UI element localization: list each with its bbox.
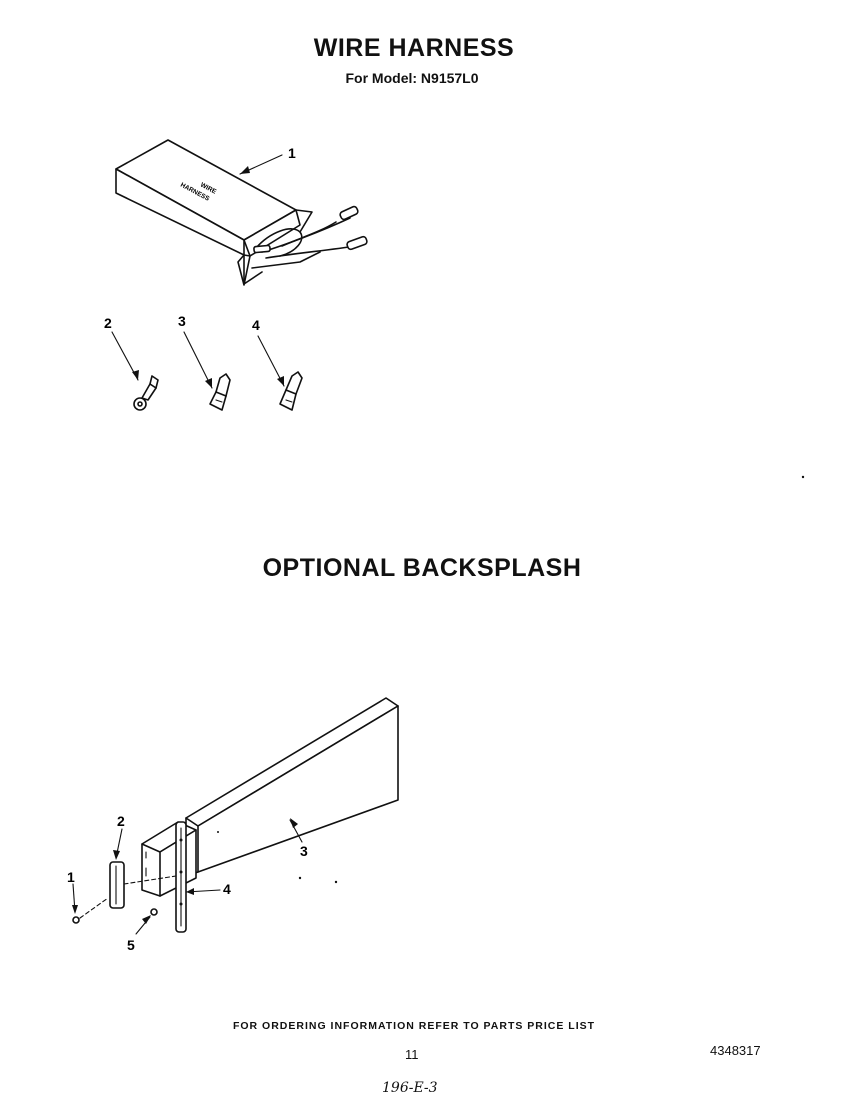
page-number: 11 [405,1047,419,1062]
document-number: 4348317 [710,1043,761,1058]
spade-terminal-3 [183,331,231,411]
backsplash-panel [141,697,399,897]
callout-terminal-3: 3 [178,313,186,329]
backsplash-screw-1 [72,875,177,924]
leader-backsplash-3 [289,818,303,843]
callout-backsplash-5: 5 [127,937,135,953]
callout-terminal-2: 2 [104,315,112,331]
harness-wires [253,205,368,259]
model-line: For Model: N9157L0 [345,70,479,86]
backsplash-screw-5 [135,908,158,935]
optional-backsplash-title: OPTIONAL BACKSPLASH [262,554,582,582]
backsplash-bracket-4 [175,821,221,933]
flag-terminal-4 [257,335,303,411]
ring-terminal-2 [111,331,159,411]
callout-backsplash-2: 2 [117,813,125,829]
callout-backsplash-4: 4 [223,881,231,897]
handwritten-note: 196-E-3 [382,1080,438,1096]
callout-backsplash-3: 3 [300,843,308,859]
leader-harness-1 [239,154,283,175]
callout-harness-1: 1 [288,145,296,161]
wire-harness-box: WIRE HARNESS [115,139,321,286]
ordering-info-note: FOR ORDERING INFORMATION REFER TO PARTS … [232,1020,596,1032]
callout-terminal-4: 4 [252,317,260,333]
wire-harness-title: WIRE HARNESS [313,34,515,62]
callout-backsplash-1: 1 [67,869,75,885]
backsplash-clip-2 [109,828,125,909]
